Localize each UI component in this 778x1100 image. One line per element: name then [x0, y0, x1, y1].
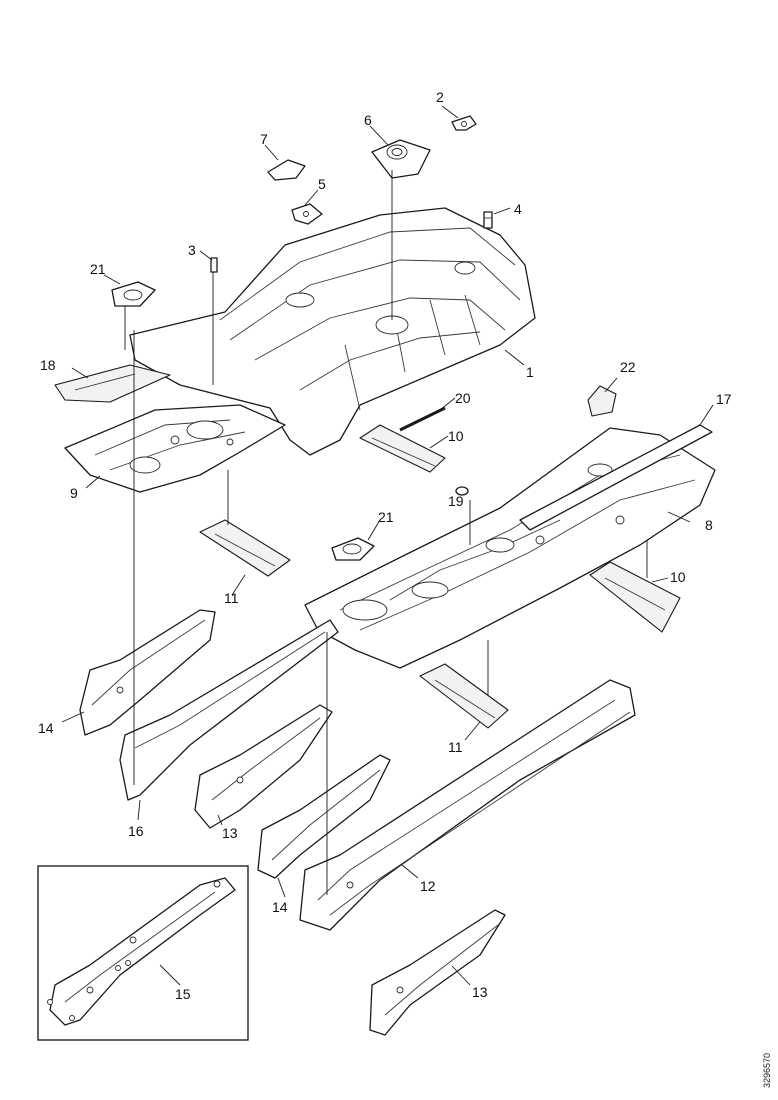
callout-labels: 1 2 3 4 5 6 7 8 9 10 10 11 11 12 13 13 1…	[38, 89, 732, 1002]
part-16-member	[119, 619, 339, 801]
callout-13-upper: 13	[222, 825, 238, 841]
part-21-grommet-upper	[111, 281, 156, 307]
callout-21-upper: 21	[90, 261, 106, 277]
part-14-member-left	[79, 609, 216, 736]
part-13-member-upper	[194, 704, 333, 829]
callout-7: 7	[260, 131, 268, 147]
callout-11-right: 11	[448, 739, 463, 755]
part-11-bracket-left	[199, 519, 291, 577]
part-14-member-center	[257, 754, 391, 879]
callout-5: 5	[318, 176, 326, 192]
callout-12: 12	[420, 878, 436, 894]
part-11-bracket-right	[419, 663, 509, 729]
part-22-bracket	[587, 385, 617, 417]
callout-11-left: 11	[224, 590, 239, 606]
part-15-detail-member	[47, 877, 236, 1026]
detail-inset-frame	[37, 865, 249, 1041]
middle-floor-panel	[304, 427, 716, 669]
leader-lines	[61, 105, 714, 986]
callout-10-right: 10	[670, 569, 686, 585]
part-17-strip	[519, 424, 713, 531]
part-5-bracket	[291, 203, 323, 225]
callout-10-upper: 10	[448, 428, 464, 444]
crossmember-upper	[359, 424, 446, 473]
callout-15: 15	[175, 986, 191, 1002]
part-13-member-lower	[369, 909, 506, 1036]
rear-floor-panel	[129, 207, 536, 456]
front-floor-panel	[64, 404, 286, 493]
part-18-bracket	[54, 364, 171, 403]
callout-21-lower: 21	[378, 509, 394, 525]
callout-2: 2	[436, 89, 444, 105]
part-19-clip	[455, 486, 469, 496]
callout-6: 6	[364, 112, 372, 128]
callout-3: 3	[188, 242, 196, 258]
callout-17: 17	[716, 391, 732, 407]
reference-code: 3296570	[762, 1053, 772, 1088]
callout-18: 18	[40, 357, 56, 373]
part-12-sill-member	[299, 679, 636, 931]
crossmember-right	[589, 561, 681, 633]
callout-16: 16	[128, 823, 144, 839]
callout-4: 4	[514, 201, 522, 217]
part-6-reinforcement-plate	[371, 139, 431, 179]
part-21-grommet-lower	[331, 537, 375, 561]
callout-9: 9	[70, 485, 78, 501]
callout-20: 20	[455, 390, 471, 406]
part-20-rod	[399, 406, 446, 432]
part-4-bolt	[483, 211, 493, 229]
callout-13-lower: 13	[472, 984, 488, 1000]
part-3-stud	[210, 257, 218, 273]
part-7-cover	[267, 159, 306, 181]
callout-22: 22	[620, 359, 636, 375]
callout-1: 1	[526, 364, 534, 380]
part-2-clip	[451, 115, 477, 131]
callout-14-left: 14	[38, 720, 54, 736]
callout-19: 19	[448, 493, 464, 509]
callout-14-center: 14	[272, 899, 288, 915]
callout-8: 8	[705, 517, 713, 533]
